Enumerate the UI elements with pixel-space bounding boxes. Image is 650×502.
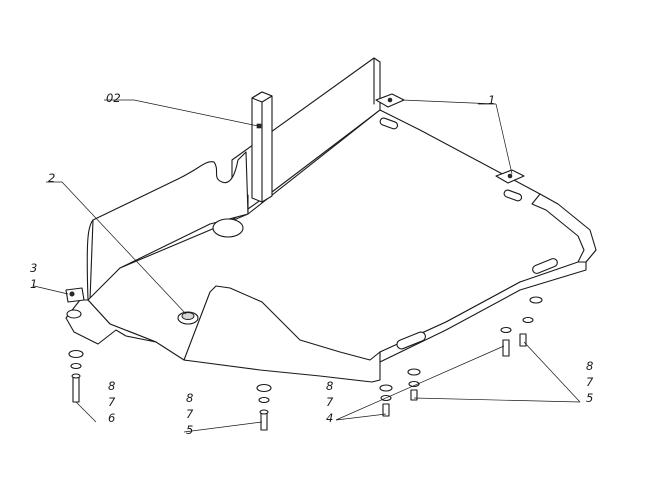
stack-mid-4: 4	[326, 411, 333, 425]
fasteners-left	[68, 349, 84, 403]
stack-right-7: 7	[586, 375, 594, 389]
left-bracket	[66, 291, 82, 319]
round-opening	[212, 218, 244, 238]
stack-midleft-5: 5	[186, 423, 193, 437]
left-side-wall	[86, 151, 249, 301]
fasteners-mid	[379, 368, 421, 417]
front-rib	[183, 285, 381, 383]
vertical-bracket	[251, 91, 273, 203]
left-flange	[65, 287, 157, 345]
stack-midleft-7: 7	[186, 407, 194, 421]
stack-midleft-8: 8	[186, 391, 193, 405]
label-2: 2	[48, 171, 55, 185]
boss-fitting	[177, 311, 199, 325]
stack-left-8: 8	[108, 379, 115, 393]
stack-left-6: 6	[108, 411, 115, 425]
stack-left-7: 7	[108, 395, 116, 409]
stack-right-8: 8	[586, 359, 593, 373]
label-1-top: 1	[488, 93, 495, 107]
callout-labels: 02 1 2 3 1 8 7 6 8 7 5 8 7 4 8 7 5	[30, 91, 594, 437]
fasteners-right	[500, 296, 543, 357]
stack-right-5: 5	[586, 391, 593, 405]
top-bracket-right	[495, 169, 525, 184]
stack-mid-8: 8	[326, 379, 333, 393]
stack-mid-7: 7	[326, 395, 334, 409]
label-02: 02	[106, 91, 121, 105]
label-1-left: 1	[30, 277, 37, 291]
fasteners-midleft	[256, 383, 272, 431]
openings	[212, 117, 558, 350]
label-3: 3	[30, 261, 37, 275]
right-flange	[379, 193, 597, 363]
leader-lines	[33, 99, 581, 433]
